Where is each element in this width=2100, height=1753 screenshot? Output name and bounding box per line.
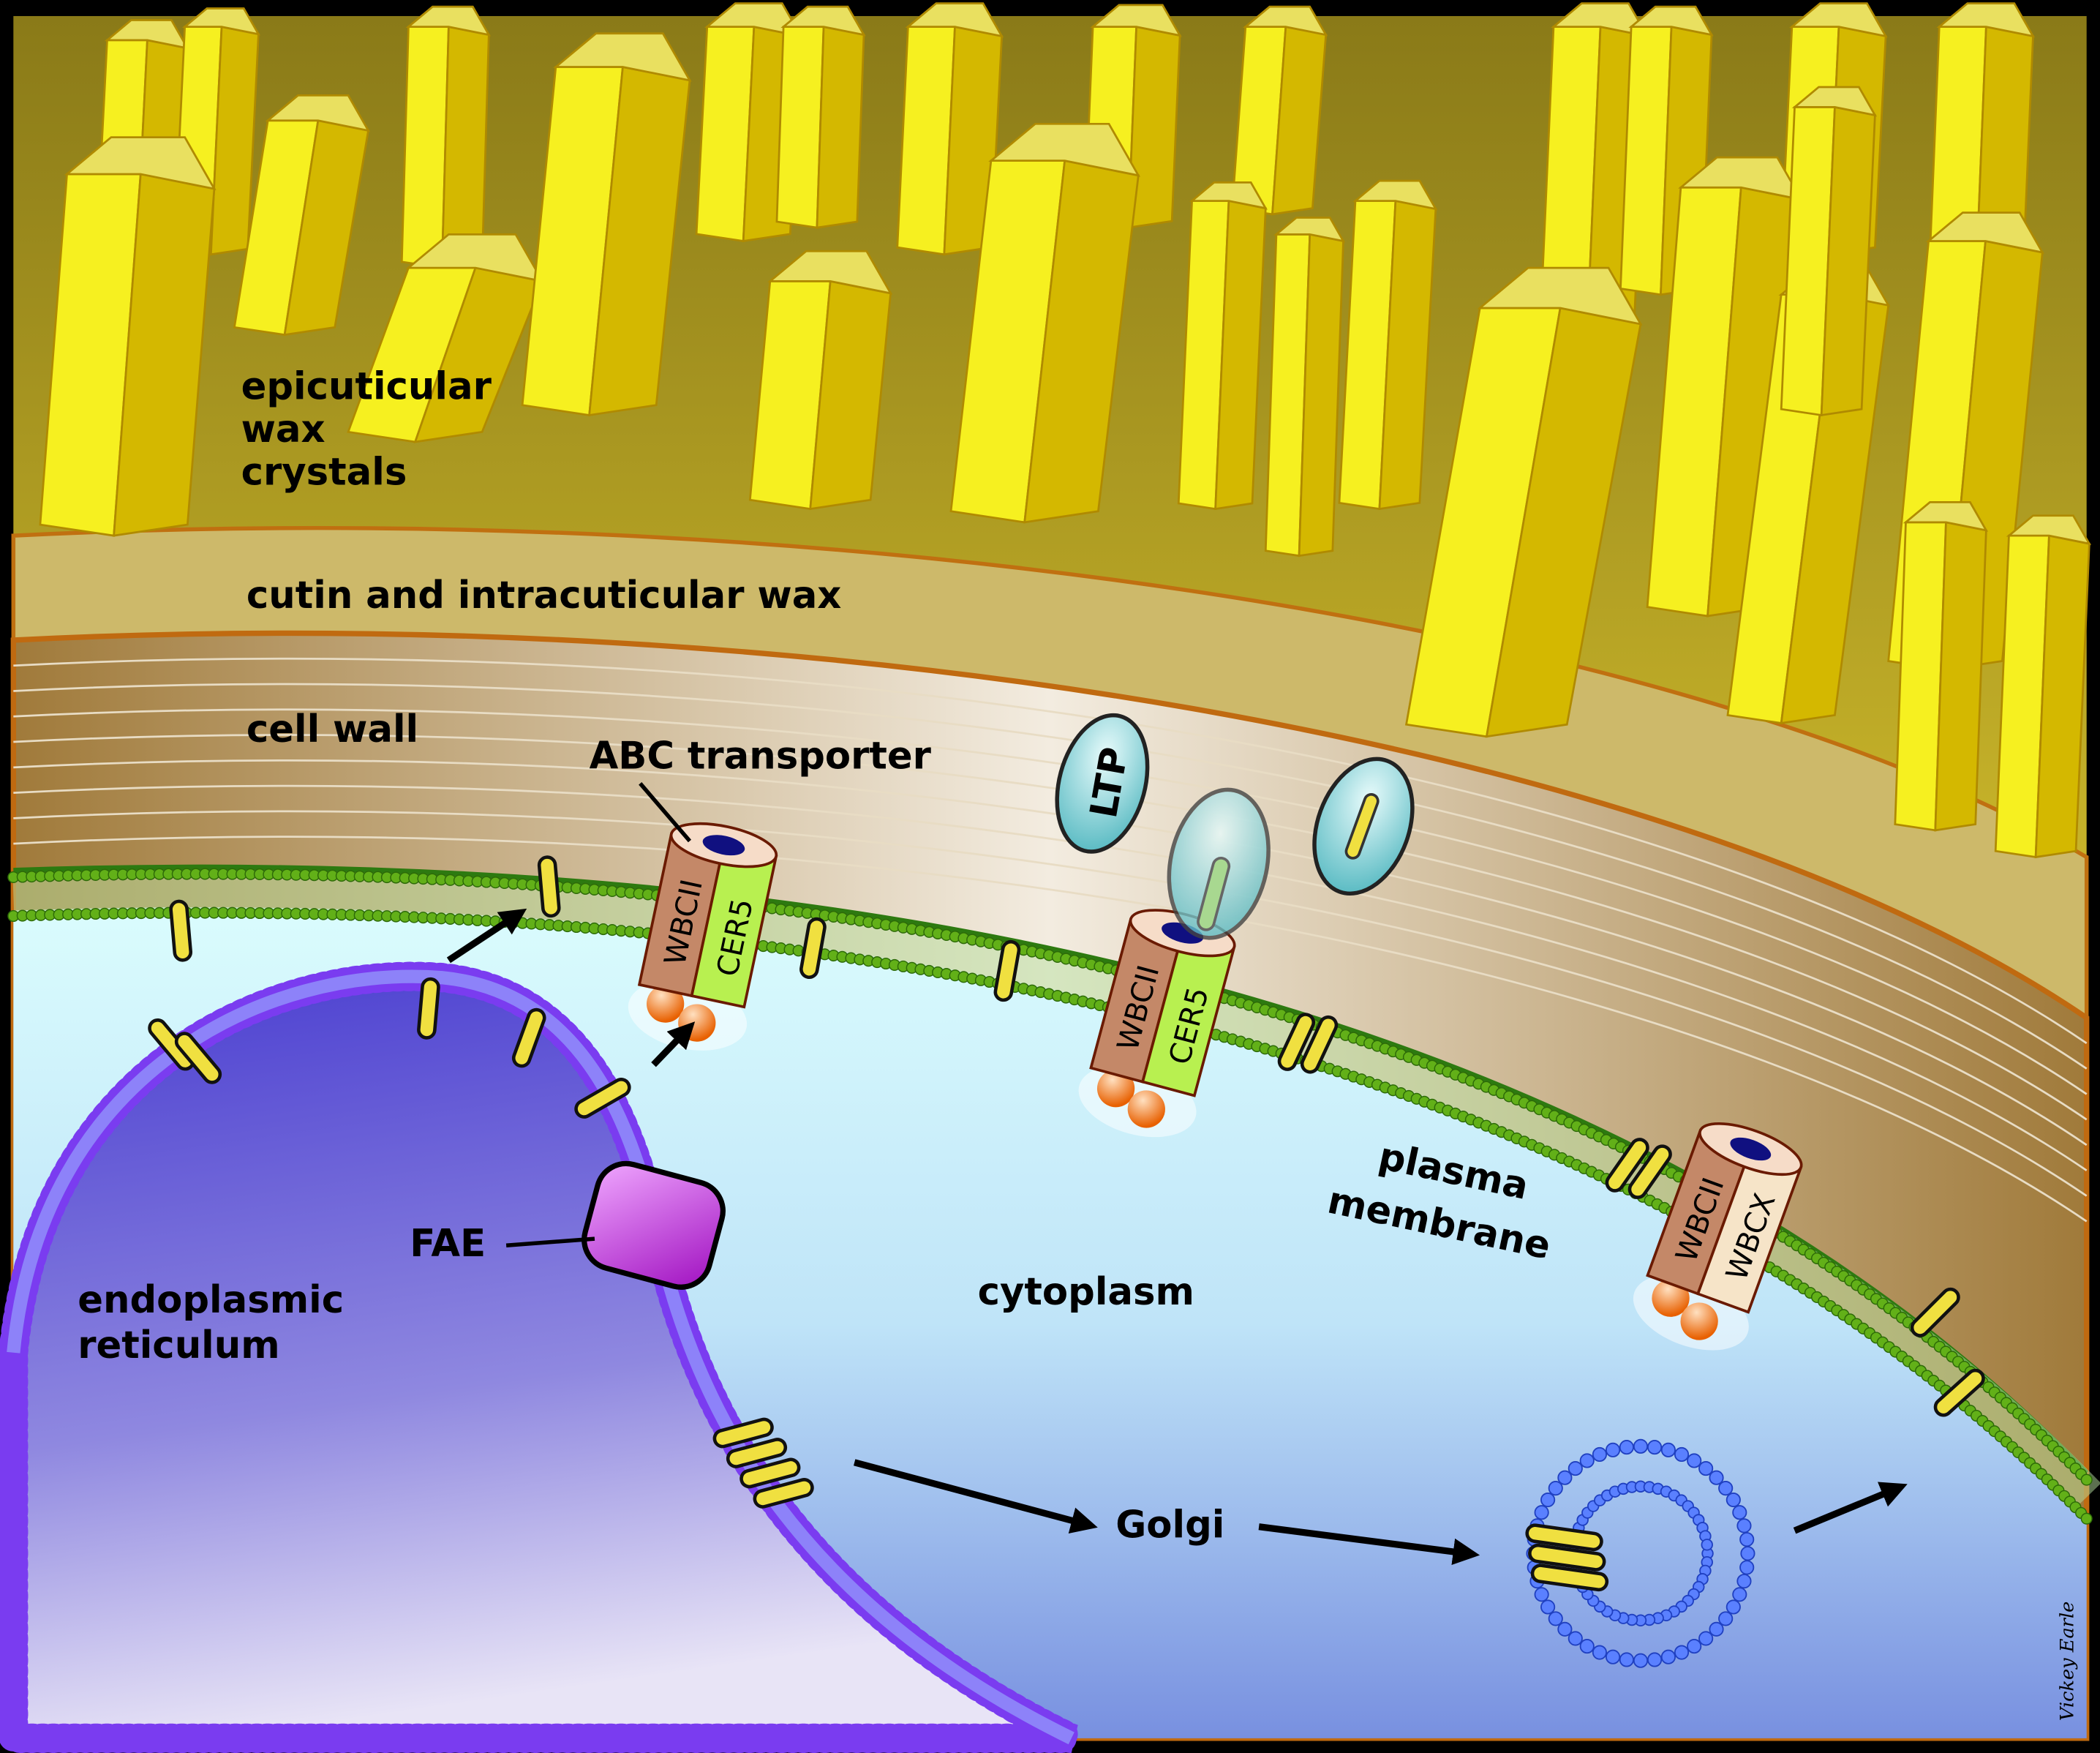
wax-molecule [1910,1287,1960,1337]
er-membrane-inner [7,969,1075,1745]
wax-molecule [169,899,193,962]
arrow-icon [1793,1482,1908,1534]
wax-crystal [896,2,1004,256]
epicuticular-label-2: wax [241,408,325,451]
abc-transporter-label: ABC transporter [590,735,932,778]
wax-crystal [233,94,371,337]
wax-crystals-back [92,2,2036,337]
wax-molecule [1605,1138,1649,1193]
wax-crystal [1780,86,1878,417]
wax-molecule [417,977,440,1040]
wax-crystal [1994,514,2092,859]
wax-molecule [753,1478,814,1509]
wax-molecule [739,1457,801,1489]
wax-crystal [400,5,492,269]
wax-crystal [521,32,692,417]
wax-crystal [1177,181,1268,511]
epicuticular-label-1: epicuticular [241,364,492,408]
wax-molecule [1528,1543,1606,1572]
epicuticular-label-3: crystals [241,451,407,495]
wax-molecule [1300,1015,1339,1074]
ltp-proteins: LTP [1055,713,1415,940]
wax-crystal [1231,5,1328,216]
wax-molecule [174,1032,222,1084]
wax-crystal [775,5,866,229]
wax-molecule-icon [1197,857,1231,931]
fae-enzyme: FAE [410,1160,726,1290]
fae-label: FAE [410,1222,486,1266]
cytoplasm-label: cytoplasm [978,1270,1194,1314]
arrow-icon [1258,1523,1480,1566]
wax-molecule [1933,1368,1985,1417]
wax-molecule [726,1438,788,1468]
wax-molecule [1627,1144,1672,1199]
wax-crystal [347,233,545,443]
wax-crystal [1264,217,1346,558]
wax-crystal [949,122,1141,524]
wax-crystal [748,249,893,511]
arrows [446,908,1908,1566]
artist-signature: Vickey Earle [2056,1602,2078,1721]
wax-molecule [511,1007,546,1068]
wax-crystal [39,136,217,537]
wax-crystal [1646,156,1804,618]
golgi-label: Golgi [1115,1503,1224,1547]
arrow-icon [651,1021,696,1067]
wax-molecules [148,855,1985,1509]
wax-molecule [712,1417,774,1449]
wax-crystal [1894,501,1989,832]
wax-crystals-front [39,32,2092,859]
wax-molecule [1530,1564,1609,1592]
abc-pointer-line [639,781,692,843]
wax-molecule [1525,1523,1603,1552]
wax-molecule-icon [1344,792,1380,860]
wax-molecule [799,917,827,980]
ltp-protein [1055,713,1150,854]
wax-molecule [537,855,561,918]
er-label-1: endoplasmic [78,1278,344,1322]
arrow-icon [853,1459,1098,1534]
secretory-vesicle [1525,1438,1755,1668]
wax-molecule [993,939,1021,1002]
cutin-label: cutin and intracuticular wax [246,574,841,618]
er-label-2: reticulum [78,1324,279,1367]
wax-molecule [1277,1013,1316,1071]
wax-crystal [1404,266,1643,738]
wax-molecule [574,1078,631,1119]
cell-wall-label: cell wall [246,707,418,751]
arrow-icon [446,908,527,964]
wax-crystal [1338,179,1438,511]
